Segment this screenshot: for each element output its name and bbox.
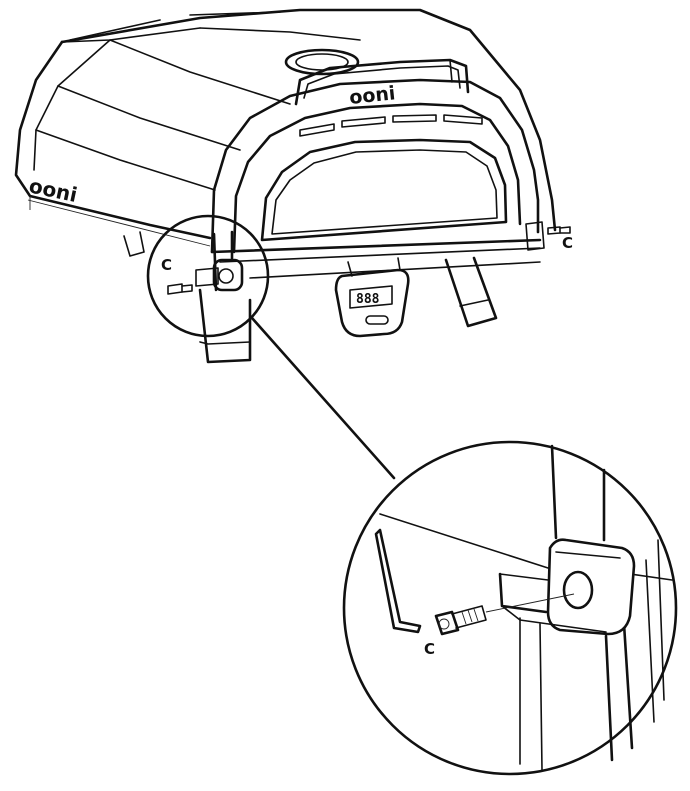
magnifier-connector	[250, 316, 396, 480]
control-panel: 888	[334, 257, 410, 338]
label-c-left: C	[161, 256, 172, 274]
screw-right	[547, 226, 571, 235]
left-leg	[198, 288, 252, 364]
svg-text:ooni: ooni	[348, 82, 396, 109]
label-c-detail: C	[424, 640, 435, 658]
handle-logo: ooni	[348, 82, 396, 109]
screw-left	[167, 283, 193, 295]
right-leg	[444, 256, 498, 328]
magnifier-source-circle	[146, 214, 270, 338]
back-leg	[123, 231, 145, 257]
display-digits: 888	[356, 292, 380, 307]
power-button	[365, 315, 389, 325]
label-c-right: C	[562, 234, 573, 252]
detail-magnifier-circle	[342, 440, 678, 776]
front-arch	[210, 58, 545, 279]
